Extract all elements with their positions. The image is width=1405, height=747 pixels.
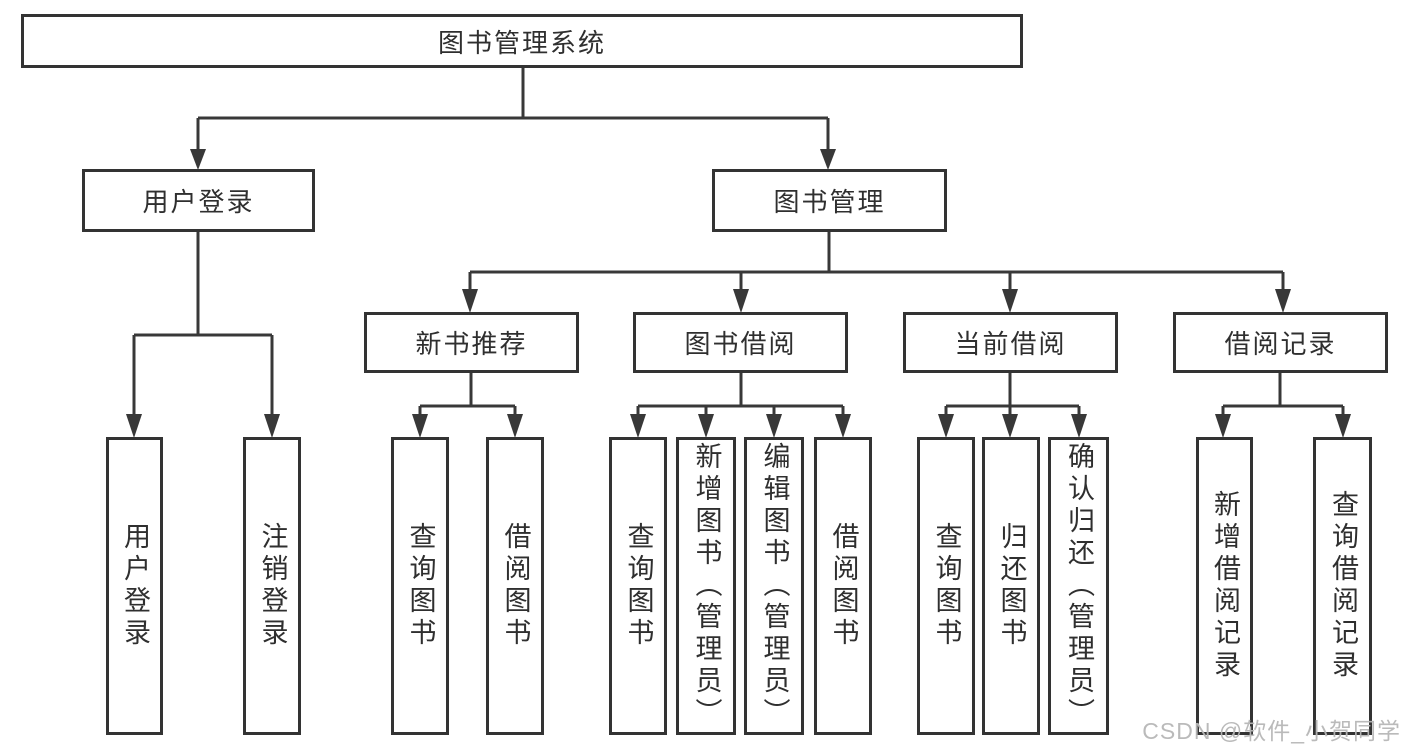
node-book-management: 图书管理 [712,169,947,232]
leaf-query-borrow-record: 查询借阅记录 [1313,437,1372,735]
leaf-edit-book-admin: 编辑图书（管理员） [744,437,804,735]
leaf-query-book-recommend: 查询图书 [391,437,449,735]
node-borrow-records: 借阅记录 [1173,312,1388,373]
connector-root-to-level1 [190,68,836,170]
connector-new-book-recommend [412,373,523,438]
connector-book-borrow [630,373,851,438]
csdn-watermark: CSDN @软件_小贺同学 [1142,718,1401,744]
connector-current-borrow [938,373,1087,438]
node-root-book-management-system: 图书管理系统 [21,14,1023,68]
node-current-borrow: 当前借阅 [903,312,1118,373]
leaf-return-book: 归还图书 [982,437,1040,735]
leaf-confirm-return-admin: 确认归还（管理员） [1048,437,1109,735]
leaf-user-login: 用户登录 [106,437,163,735]
connector-user-login-branch [126,232,280,438]
leaf-add-borrow-record: 新增借阅记录 [1196,437,1253,735]
node-new-book-recommend: 新书推荐 [364,312,579,373]
leaf-query-book-current: 查询图书 [917,437,975,735]
connector-borrow-records [1215,373,1351,438]
leaf-borrow-book: 借阅图书 [814,437,872,735]
leaf-add-book-admin: 新增图书（管理员） [676,437,736,735]
connector-book-management-branch [462,232,1291,313]
node-user-login: 用户登录 [82,169,315,232]
leaf-logout: 注销登录 [243,437,301,735]
leaf-query-book-borrow: 查询图书 [609,437,667,735]
node-book-borrow: 图书借阅 [633,312,848,373]
leaf-borrow-book-recommend: 借阅图书 [486,437,544,735]
